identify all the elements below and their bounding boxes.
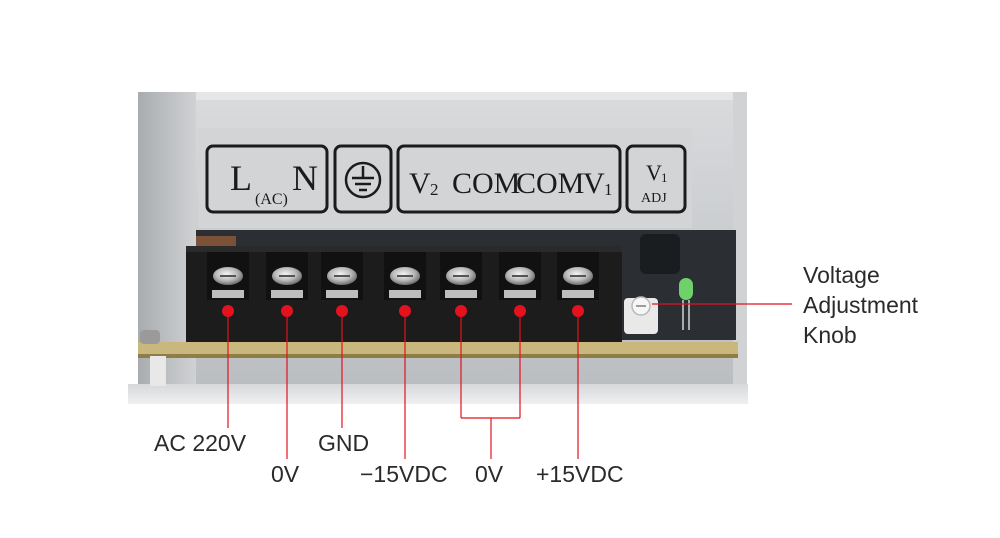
label-com-2: COM <box>516 167 584 200</box>
terminal-screw-gnd <box>321 252 363 300</box>
callout-minus-15vdc: −15VDC <box>360 461 448 487</box>
callout-0v-2: 0V <box>475 461 504 487</box>
label-panel: L (AC) N V 2 COM COM V 1 V 1 ADJ <box>198 128 692 228</box>
callout-0v-1: 0V <box>271 461 300 487</box>
voltage-adjustment-knob <box>624 296 658 334</box>
label-n: N <box>292 158 318 198</box>
callout-knob-line-2: Adjustment <box>803 292 919 318</box>
marker-zero-v-2b <box>514 305 526 317</box>
marker-ac <box>222 305 234 317</box>
label-adj-sub: 1 <box>661 170 668 185</box>
terminal-screw-minus-15vdc <box>384 252 426 300</box>
label-ac: (AC) <box>255 191 288 208</box>
marker-zero-v-2a <box>455 305 467 317</box>
pcb-board <box>138 330 738 386</box>
terminals <box>207 252 599 300</box>
label-adj: ADJ <box>641 191 667 206</box>
label-v2-sub: 2 <box>430 180 439 199</box>
callout-gnd: GND <box>318 430 370 456</box>
marker-minus-15vdc <box>399 305 411 317</box>
marker-plus-15vdc <box>572 305 584 317</box>
callout-ac-220v: AC 220V <box>154 430 247 456</box>
callout-knob-line-1: Voltage <box>803 262 880 288</box>
label-adj-v: V <box>646 160 662 185</box>
marker-gnd <box>336 305 348 317</box>
terminal-screw-zero-v-2a <box>440 252 482 300</box>
label-v2: V <box>409 167 431 200</box>
terminal-markers <box>222 305 584 317</box>
label-l: L <box>230 158 252 198</box>
callout-leaders <box>227 303 792 459</box>
callout-knob-line-3: Knob <box>803 322 857 348</box>
terminal-screw-zero-v-2b <box>499 252 541 300</box>
label-v1-sub: 1 <box>604 180 613 199</box>
terminal-screw-zero-v-1 <box>266 252 308 300</box>
led-indicator <box>679 278 693 330</box>
label-com-1: COM <box>452 167 520 200</box>
terminal-screw-plus-15vdc <box>557 252 599 300</box>
terminal-screw-ac <box>207 252 249 300</box>
callout-plus-15vdc: +15VDC <box>536 461 624 487</box>
marker-zero-v-1 <box>281 305 293 317</box>
ground-icon <box>344 161 382 199</box>
label-v1: V <box>583 167 605 200</box>
